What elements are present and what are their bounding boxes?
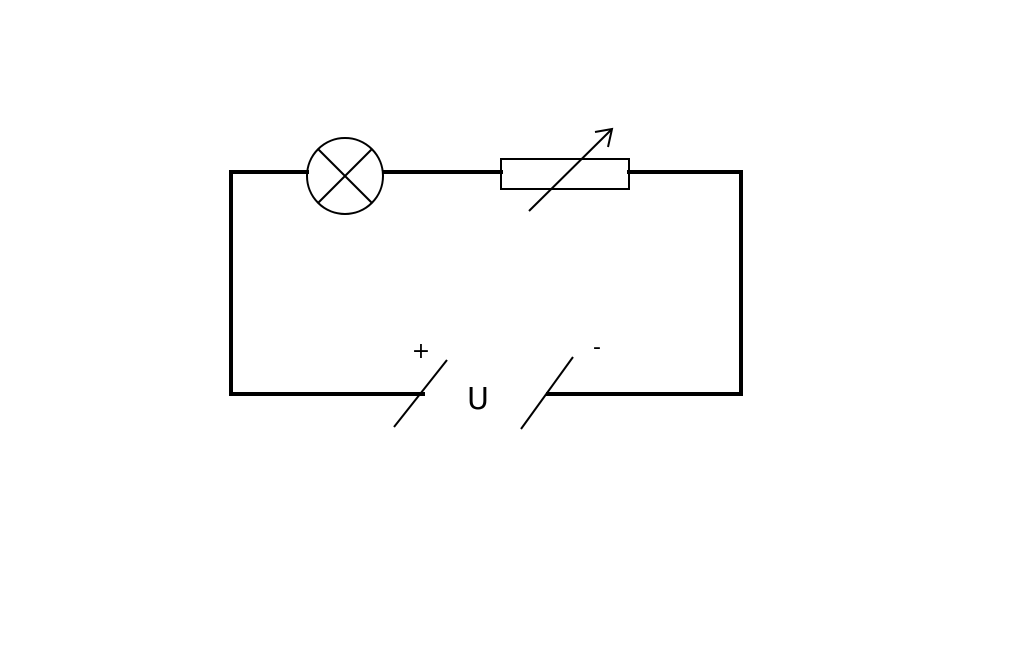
source-terminal-negative (520, 356, 574, 430)
minus-label: - (593, 335, 601, 360)
voltage-label: U (467, 382, 489, 417)
plus-label: + (412, 339, 430, 364)
wires (229, 170, 743, 396)
voltage-source-icon (393, 356, 574, 430)
lamp-icon (306, 137, 384, 215)
source-terminal-positive (393, 359, 448, 428)
wire-right (546, 170, 743, 396)
variable-resistor-icon (500, 127, 630, 212)
wire-left-top (229, 170, 425, 396)
